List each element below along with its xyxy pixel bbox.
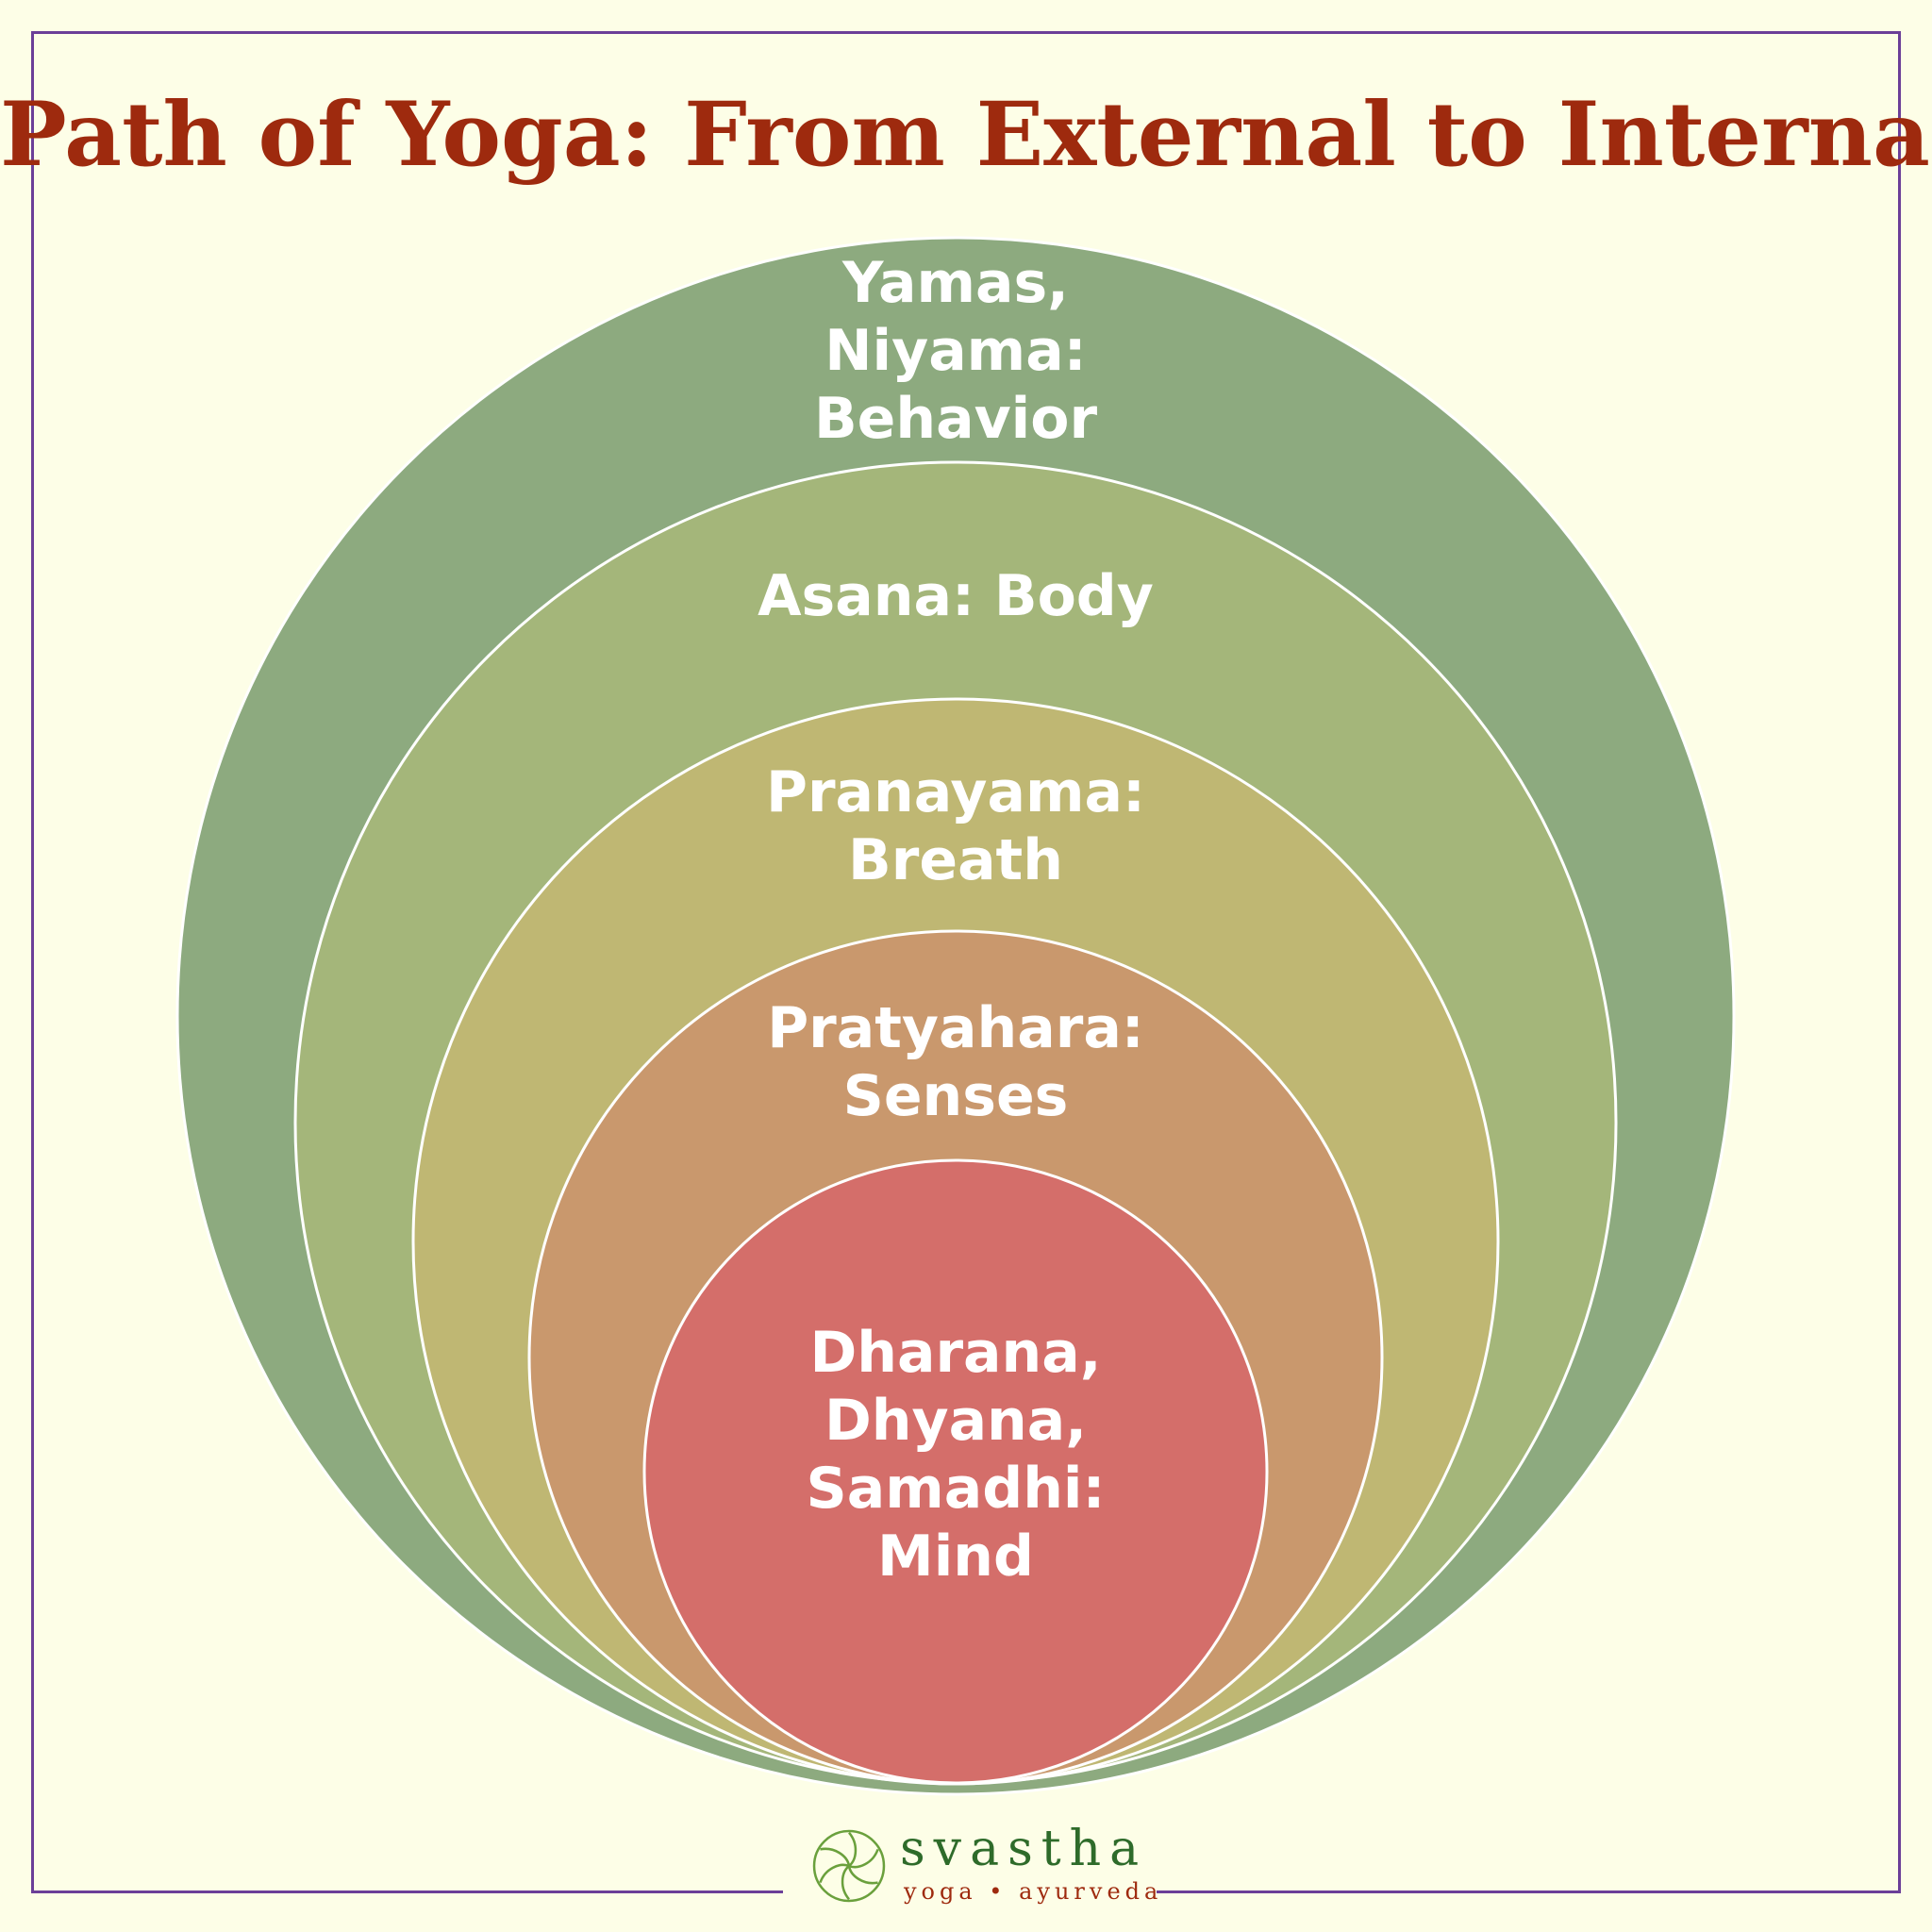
ring-mind xyxy=(642,1158,1269,1785)
label-senses: Pratyahara: Senses xyxy=(767,995,1144,1129)
label-mind: Dharana, Dhyana, Samadhi: Mind xyxy=(806,1320,1106,1590)
label-body: Asana: Body xyxy=(758,563,1154,629)
label-breath: Pranayama: Breath xyxy=(765,759,1145,893)
frame-footer-gap xyxy=(783,1877,1157,1915)
label-behavior: Yamas, Niyama: Behavior xyxy=(813,250,1098,452)
page-title: Path of Yoga: From External to Internal xyxy=(0,83,1932,187)
logo-name: svastha xyxy=(900,1821,1148,1877)
logo-tagline: yoga • ayurveda xyxy=(904,1878,1163,1905)
swirl-flower-icon xyxy=(812,1829,886,1903)
svastha-logo: svastha yoga • ayurveda xyxy=(809,1819,1158,1913)
